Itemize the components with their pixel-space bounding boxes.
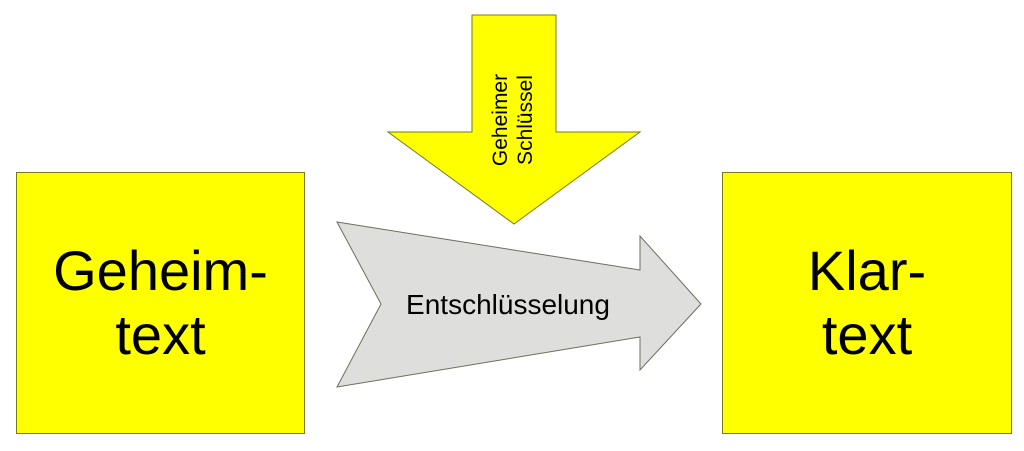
plaintext-label-line1: Klar- bbox=[807, 239, 927, 302]
process-arrow bbox=[336, 221, 702, 388]
ciphertext-box: Geheim- text bbox=[16, 172, 305, 434]
ciphertext-label-line1: Geheim- bbox=[53, 239, 268, 302]
process-arrow-label: Entschlüsselung bbox=[406, 289, 610, 320]
key-arrow-label-line1: Geheimer bbox=[489, 74, 512, 166]
key-arrow-label-line2: Schlüssel bbox=[514, 75, 537, 165]
plaintext-box: Klar- text bbox=[722, 172, 1012, 434]
ciphertext-label-line2: text bbox=[115, 303, 206, 366]
plaintext-label-line2: text bbox=[821, 303, 913, 366]
key-arrow bbox=[386, 14, 642, 225]
